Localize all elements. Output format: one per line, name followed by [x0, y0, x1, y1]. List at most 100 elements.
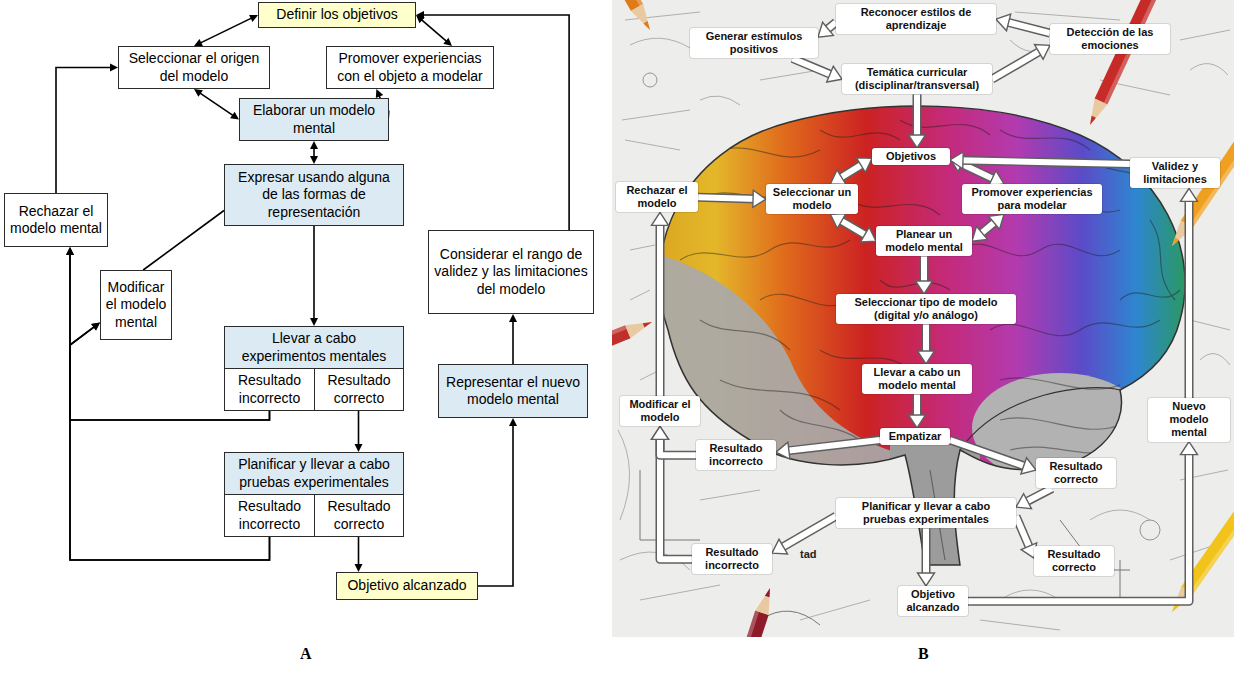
arrow-head [1021, 458, 1036, 474]
node-text: Seleccionar tipo de modelo (digital y/o … [840, 296, 1012, 322]
goal-box: Objetivo alcanzado [336, 572, 478, 600]
arrow-shaft [785, 440, 880, 451]
node-text: Objetivo alcanzado [902, 588, 964, 614]
node-text: Validez y limitaciones [1134, 160, 1216, 186]
brain-label-box: Rechazar el modelo [616, 182, 698, 212]
arrow-head [509, 418, 517, 426]
node-text: Llevar a cabo un modelo mental [866, 366, 968, 392]
arrow-shaft [1024, 488, 1052, 503]
node-text: Resultado correcto [1038, 548, 1110, 574]
brain-label-box: Modificar el modelo [620, 396, 700, 426]
arrow-head [918, 573, 935, 586]
connector-line [478, 424, 513, 586]
connector [355, 410, 363, 452]
hollow-arrow [909, 394, 926, 428]
node-text: Rechazar el modelo [620, 184, 694, 210]
node-text: Objetivos [876, 150, 946, 163]
step-box: Llevar a cabo experimentos mentalesResul… [224, 326, 404, 411]
arrow-head [376, 89, 383, 98]
connector [143, 211, 224, 271]
arrow-head [443, 38, 452, 46]
brain-label-box: Reconocer estilos de aprendizaje [836, 4, 996, 34]
arrow-shaft [792, 58, 833, 75]
brain-folds [680, 120, 1180, 560]
brain-label-box: Seleccionar tipo de modelo (digital y/o … [836, 294, 1016, 324]
sketch-circle [1140, 520, 1160, 540]
hollow-arrow [1181, 188, 1198, 398]
arrow-head [66, 247, 74, 255]
arrow-shaft [838, 219, 868, 237]
arrow-head [861, 227, 877, 242]
arrow-outline [959, 160, 1130, 164]
hollow-arrow [916, 256, 933, 294]
arrow-shaft [698, 197, 757, 199]
hollow-arrow [950, 440, 1036, 474]
hollow-arrow [818, 22, 836, 37]
arrow-outline [1185, 198, 1194, 399]
node-text: Expresar usando alguna de las formas de … [229, 169, 399, 222]
connector [310, 226, 318, 326]
connector [416, 11, 569, 230]
arrow-shaft [923, 528, 929, 577]
connector [194, 15, 258, 46]
arrow-outline [913, 94, 922, 138]
brain-label-box: Llevar a cabo un modelo mental [862, 364, 972, 394]
node-text: Resultado correcto [317, 498, 401, 533]
arrow-head [310, 156, 318, 164]
hollow-arrow [950, 152, 1130, 169]
cerebellum-outline [960, 388, 1120, 450]
arrow-head [652, 426, 669, 439]
goal-box: Definir los objetivos [258, 2, 416, 28]
brain-label-box: Planear un modelo mental [876, 226, 972, 256]
brain-label-box: Promover experiencias para modelar [962, 184, 1102, 214]
hollow-arrow [652, 212, 669, 396]
arrow-head [1016, 494, 1032, 509]
brain-label-box: Empatizar [880, 428, 950, 445]
brain-label-box: Validez y limitaciones [1130, 158, 1220, 188]
process-box: Promover experiencias con el objeto a mo… [326, 46, 494, 89]
node-text: Detección de las emociones [1054, 26, 1166, 52]
arrow-head [1181, 188, 1198, 201]
hollow-arrow [830, 214, 876, 242]
arrow-head [66, 247, 74, 255]
connector [416, 15, 452, 46]
arrow-outline [785, 440, 880, 451]
arrow-head [355, 444, 363, 452]
brain-label-box: Resultado incorrecto [696, 440, 776, 470]
brain-label-box: Seleccionar un modelo [766, 184, 858, 214]
arrow-head [310, 141, 318, 149]
node-text: Resultado incorrecto [696, 546, 768, 572]
arrow-outline [1005, 22, 1050, 34]
arrow-head [772, 539, 788, 554]
hollow-arrow [1016, 488, 1052, 508]
brain-label-box: Detección de las emociones [1050, 24, 1170, 54]
arrow-head [909, 415, 926, 428]
connector [509, 314, 517, 364]
node-text: Resultado correcto [1040, 460, 1112, 486]
arrow-head [249, 15, 258, 22]
arrow-head [91, 323, 100, 331]
connector-line [199, 17, 253, 43]
node-text: Resultado incorrecto [227, 372, 312, 407]
sketch-lines [618, 12, 1230, 630]
connector [355, 536, 363, 572]
arrow-outline [838, 219, 868, 237]
node-text: Elaborar un modelo mental [244, 102, 384, 137]
arrow-head [652, 426, 669, 439]
hollow-arrow [652, 426, 697, 455]
connector-line [199, 92, 235, 116]
arrow-head [310, 318, 318, 326]
hollow-arrow [909, 94, 926, 148]
sketch-circle [643, 73, 657, 87]
arrow-outline [950, 440, 1027, 467]
arrow-head [753, 190, 766, 207]
brain-label-box: Nuevo modelo mental [1148, 398, 1230, 442]
arrow-outline [992, 50, 1042, 79]
node-text: Rechazar el modelo mental [9, 203, 103, 238]
connector-line [56, 68, 112, 194]
node-text: Resultado correcto [317, 372, 401, 407]
connector [478, 418, 517, 586]
hollow-arrow [776, 440, 880, 459]
node-text: Promover experiencias con el objeto a mo… [331, 50, 489, 85]
